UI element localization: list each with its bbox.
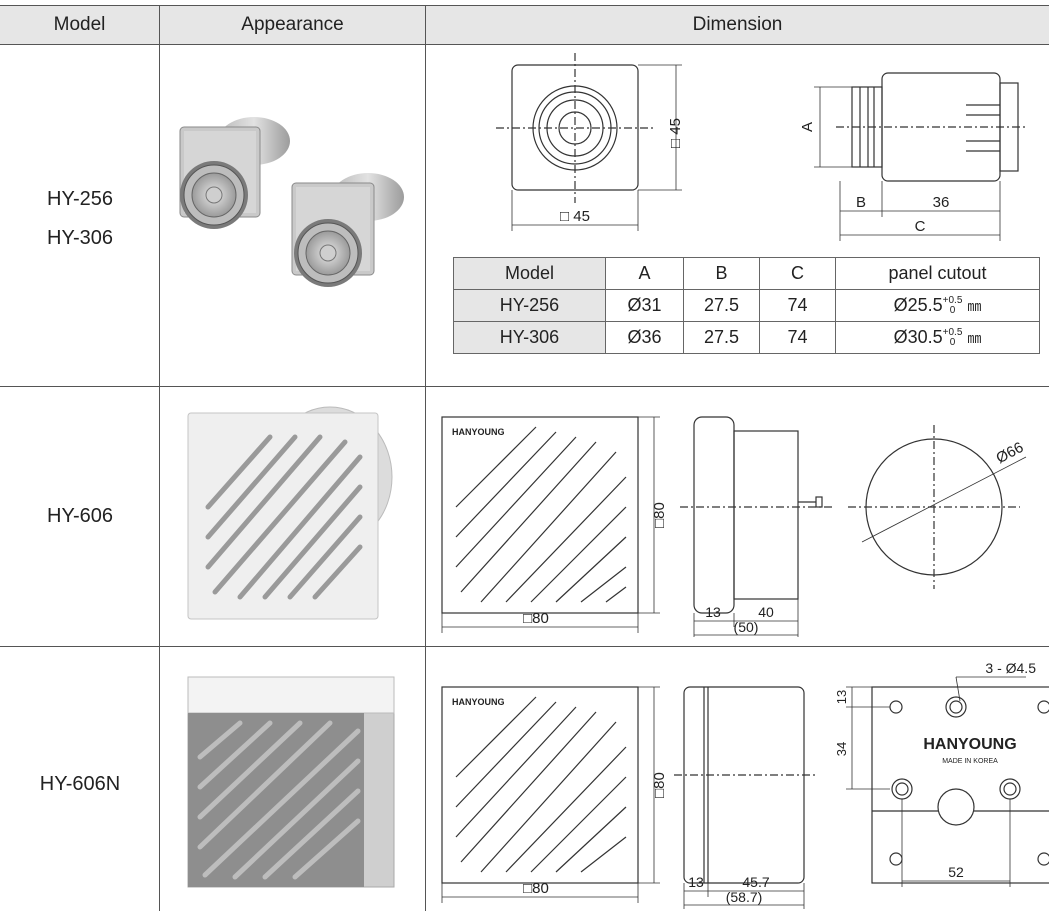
header-appearance: Appearance	[160, 6, 425, 44]
model-name: HY-256	[47, 188, 113, 210]
cutout-unit: ㎜	[967, 297, 982, 314]
spec-cell-model: HY-306	[453, 321, 606, 354]
cutout-value: Ø30.5	[893, 326, 943, 347]
header-model: Model	[0, 6, 159, 44]
product-photo-hy256-hy306	[179, 117, 404, 287]
dim-label-50: (50)	[734, 619, 759, 635]
col-divider-2	[425, 5, 426, 911]
spec-cell-b: 27.5	[683, 289, 760, 322]
brand-logo-text: HANYOUNG	[452, 697, 505, 707]
spec-header-cutout: panel cutout	[835, 257, 1040, 290]
spec-header-model: Model	[453, 257, 606, 290]
product-photo-hy606n	[187, 676, 395, 888]
dim-label-square-bottom: □80	[523, 880, 549, 897]
dim-label-holes: 3 - Ø4.5	[985, 660, 1036, 676]
spec-header-c: C	[759, 257, 836, 290]
tolerance-lower: 0	[949, 337, 956, 349]
spec-cell-b: 27.5	[683, 321, 760, 354]
header-bottom-border	[0, 44, 1049, 45]
dim-label-58-7: (58.7)	[726, 889, 763, 905]
row2-bottom-border	[0, 646, 1049, 647]
cutout-value: Ø25.5	[893, 294, 943, 315]
dim-label-13: 13	[705, 604, 721, 620]
dim-label-13-vertical: 13	[834, 690, 849, 704]
dim-label-66: Ø66	[993, 439, 1026, 467]
model-cell-row3: HY-606N	[39, 773, 121, 795]
dim-label-a: A	[799, 122, 816, 132]
dim-label-square-bottom: □80	[523, 610, 549, 627]
cutout-unit: ㎜	[967, 329, 982, 346]
dim-label-40: 40	[758, 604, 774, 620]
dim-label-c: C	[915, 218, 926, 235]
tolerance-upper: +0.5	[942, 327, 963, 339]
spec-table-header-row: Model A B C panel cutout	[453, 257, 1040, 290]
table-top-border	[0, 5, 1049, 6]
product-photo-hy606	[187, 406, 393, 620]
dim-label-b: B	[856, 194, 866, 211]
dim-label-52: 52	[948, 864, 964, 880]
spec-cell-c: 74	[759, 289, 836, 322]
tolerance-lower: 0	[949, 305, 956, 317]
dim-label-34: 34	[834, 742, 849, 756]
dim-label-square-side: □80	[651, 502, 668, 528]
header-dimension: Dimension	[426, 6, 1049, 44]
dim-label-square-front: □ 45	[560, 208, 590, 225]
brand-logo-text: HANYOUNG	[452, 427, 505, 437]
col-divider-1	[159, 5, 160, 911]
tolerance-upper: +0.5	[942, 295, 963, 307]
dim-label-45-7: 45.7	[742, 874, 769, 890]
spec-table: Model A B C panel cutout HY-256 Ø31 27.5…	[453, 257, 1040, 354]
dimension-drawing-hy606: HANYOUNG □80 □80 13 40 (50) Ø66	[441, 416, 1026, 637]
model-cell-row2: HY-606	[47, 505, 113, 527]
dim-label-square-side: □80	[651, 772, 668, 798]
spec-header-b: B	[683, 257, 760, 290]
dimension-drawing-hy606n: HANYOUNG □80 □80 13 45.7 (58.7) 3 - Ø4.5…	[441, 660, 1049, 909]
dim-label-13: 13	[688, 874, 704, 890]
back-brand-logo: HANYOUNG	[923, 736, 1016, 753]
spec-cell-model: HY-256	[453, 289, 606, 322]
spec-cell-c: 74	[759, 321, 836, 354]
spec-header-a: A	[605, 257, 684, 290]
dim-label-square-side: □ 45	[667, 118, 684, 148]
spec-cell-a: Ø31	[605, 289, 684, 322]
row1-bottom-border	[0, 386, 1049, 387]
dim-label-36: 36	[933, 194, 950, 211]
made-in-label: MADE IN KOREA	[942, 758, 998, 765]
dimension-drawing-hy256: □ 45 □ 45 A B 36 C	[496, 53, 1026, 241]
model-name: HY-306	[47, 227, 113, 249]
spec-cell-a: Ø36	[605, 321, 684, 354]
